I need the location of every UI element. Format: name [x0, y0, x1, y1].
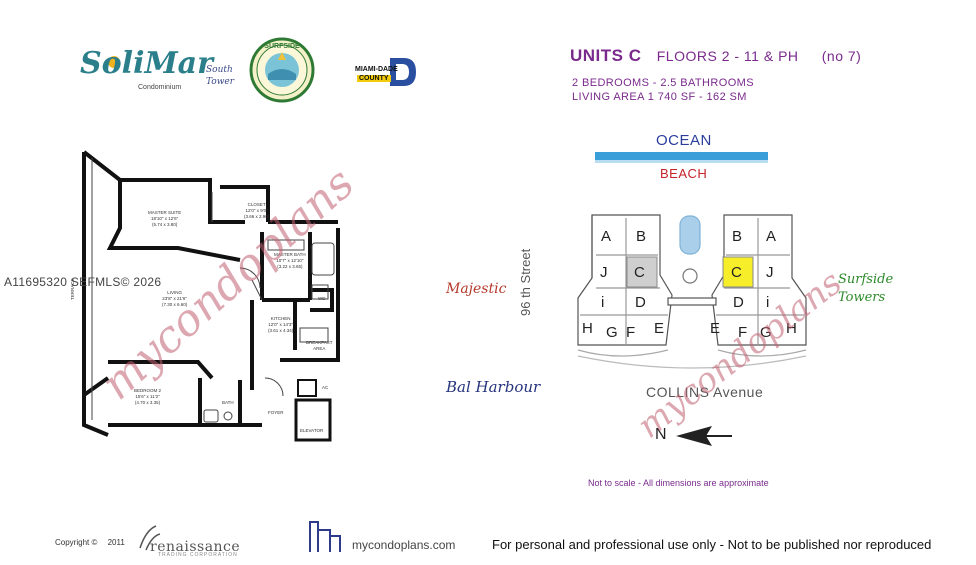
unit-letter-west-2: J: [600, 264, 608, 281]
room-name: CLOSET: [247, 202, 266, 207]
room-dims: 18'10" x 12'6": [151, 216, 179, 221]
unit-count-note: (no 7): [821, 48, 862, 64]
unit-letter-east-3: J: [766, 264, 774, 281]
unit-floors: FLOORS 2 - 11 & PH: [656, 48, 799, 64]
room-living: LIVING 23'8" x 21'6" (7.30 x 6.60): [162, 290, 187, 308]
street-label: 96 th Street: [518, 248, 533, 316]
majestic-label: Majestic: [446, 281, 507, 297]
room-name: BEDROOM 2: [134, 388, 162, 393]
north-arrow-icon: [676, 426, 732, 446]
shaded-unit-c-west: [626, 256, 658, 288]
unit-letter-east-5: i: [766, 294, 770, 311]
unit-letter-east-8: G: [760, 324, 772, 341]
room-metric: (7.30 x 6.60): [162, 302, 188, 307]
south-tower-label: South Tower: [206, 64, 234, 88]
disclaimer-label: Not to scale - All dimensions are approx…: [588, 478, 769, 488]
renaissance-name: renaissance: [150, 539, 241, 555]
site-link[interactable]: mycondoplans.com: [352, 538, 456, 552]
unit-letter-west-6: H: [582, 320, 593, 337]
svg-text:SURFSIDE: SURFSIDE: [264, 43, 300, 50]
room-master-bath: MASTER BATH 10'7" x 12'10" (3.22 x 3.65): [274, 252, 306, 270]
condominium-label: Condominium: [138, 84, 182, 91]
north-label: N: [655, 426, 667, 443]
room-name: MASTER SUITE: [148, 210, 182, 215]
unit-letter-east-9: H: [786, 320, 797, 337]
unit-letter-east-7: F: [738, 324, 748, 341]
surfside-towers-label: Surfside Towers: [838, 271, 893, 307]
avenue-label: COLLINS Avenue: [646, 384, 764, 400]
copyright-label: Copyright ©: [55, 538, 98, 547]
ocean-label: OCEAN: [656, 132, 712, 149]
room-dims: 23'8" x 21'6": [162, 296, 187, 301]
listing-id: A11695320 SEFMLS© 2026: [4, 275, 162, 289]
room-bedroom-2: BEDROOM 2 15'6" x 11'2" (4.70 x 3.35): [134, 388, 161, 406]
room-name: MASTER BATH: [274, 252, 306, 257]
copyright-year: 2011: [107, 538, 125, 547]
room-breakfast: BREAKFAST AREA: [306, 340, 333, 352]
highlighted-unit-c-east: [722, 256, 754, 288]
room-closet: CLOSET 12'0" x 9'0" (3.66 x 2.90): [244, 202, 269, 220]
room-dims: 12'0" x 9'0": [245, 208, 268, 213]
unit-letter-west-0: A: [601, 228, 612, 245]
unit-letter-east-2: C: [731, 264, 742, 281]
floor-plan-walls: [82, 150, 340, 442]
site-plan: [577, 214, 807, 369]
unit-letter-east-4: D: [733, 294, 744, 311]
room-name: BREAKFAST: [306, 340, 333, 345]
room-metric: (5.74 x 3.80): [152, 222, 178, 227]
miami-dade-line2: COUNTY: [357, 75, 391, 82]
unit-letter-west-5: D: [635, 294, 646, 311]
room-wd: WD: [318, 296, 326, 301]
room-dims: 15'6" x 11'2": [135, 394, 160, 399]
unit-letter-east-0: B: [732, 228, 743, 245]
surfside-line2: Towers: [838, 290, 886, 305]
room-foyer: FOYER: [268, 410, 284, 415]
unit-letter-west-7: G: [606, 324, 618, 341]
surfside-line1: Surfside: [838, 272, 894, 287]
unit-living-area: LIVING AREA 1 740 SF - 162 SM: [572, 91, 747, 103]
south-tower-line1: South: [206, 65, 233, 75]
unit-letter-east-6: E: [710, 320, 721, 337]
unit-letter-west-1: B: [636, 228, 647, 245]
unit-name: UNITS C: [570, 46, 642, 65]
room-kitchen: KITCHEN 12'0" x 14'3" (3.61 x 4.34): [268, 316, 293, 334]
room-metric: (3.22 x 3.65): [277, 264, 303, 269]
unit-letter-west-9: E: [654, 320, 665, 337]
renaissance-subtitle: TRADING CORPORATION: [158, 552, 238, 558]
unit-letter-west-3: C: [634, 264, 645, 281]
room-dims: 10'7" x 12'10": [276, 258, 304, 263]
copyright: Copyright © 2011: [55, 538, 125, 547]
solimar-sun-icon: [108, 56, 120, 68]
room-elevator: ELEVATOR: [300, 428, 324, 433]
room-bath: BATH: [222, 400, 234, 405]
unit-title: UNITS C FLOORS 2 - 11 & PH (no 7): [570, 46, 861, 66]
renaissance-logo-icon: [139, 525, 161, 551]
room-dims: 12'0" x 14'3": [268, 322, 293, 327]
room-master-suite: MASTER SUITE 18'10" x 12'6" (5.74 x 3.80…: [148, 210, 181, 228]
room-name: LIVING: [167, 290, 183, 295]
room-metric: (3.66 x 2.90): [244, 214, 270, 219]
surfside-seal-icon: SURFSIDE: [249, 37, 315, 103]
miami-dade-line1: MIAMI-DADE: [355, 66, 398, 73]
room-metric: (4.70 x 3.35): [134, 400, 161, 405]
room-name: KITCHEN: [270, 316, 291, 321]
miami-dade-logo-icon: [390, 58, 416, 86]
room-dims: AREA: [313, 346, 326, 351]
mycondoplans-logo-icon: [309, 521, 341, 552]
bal-harbour-label: Bal Harbour: [446, 378, 541, 396]
usage-notice: For personal and professional use only -…: [492, 537, 932, 552]
unit-letter-east-1: A: [766, 228, 777, 245]
unit-bedrooms: 2 BEDROOMS - 2.5 BATHROOMS: [572, 77, 754, 89]
beach-label: BEACH: [660, 166, 708, 181]
solimar-logo-text: SoliMar: [80, 46, 213, 81]
south-tower-line2: Tower: [206, 77, 235, 87]
room-ac: AC: [322, 385, 329, 390]
unit-letter-west-8: F: [626, 324, 636, 341]
room-metric: (3.61 x 4.34): [268, 328, 294, 333]
ocean-bar: [595, 152, 768, 160]
unit-letter-west-4: i: [601, 294, 605, 311]
